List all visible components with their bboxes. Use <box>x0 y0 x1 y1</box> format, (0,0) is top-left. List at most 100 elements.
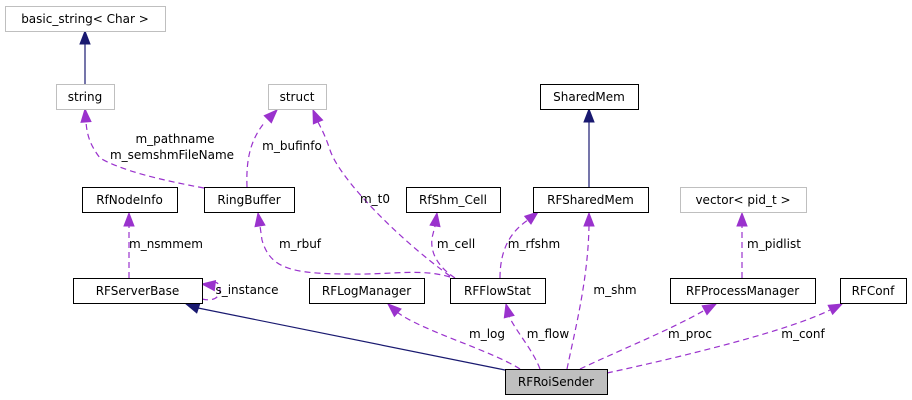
usage-edge-line <box>606 309 831 374</box>
usage-edge-line <box>508 315 541 370</box>
node-box <box>540 84 639 110</box>
usage-arrowhead-icon <box>80 107 92 123</box>
node-label: RFSharedMem <box>547 193 634 207</box>
node-RingBuffer[interactable]: RingBuffer <box>204 187 295 213</box>
edge-label: m_semshmFileName <box>110 148 234 162</box>
usage-arrowhead-icon <box>523 211 540 225</box>
usage-edge-line <box>431 225 456 279</box>
node-label: RFConf <box>852 284 896 298</box>
node-label: RFLogManager <box>322 284 411 298</box>
edge-label: m_cell <box>437 237 475 251</box>
edge-label: m_pathname <box>135 132 214 146</box>
edge-RFServerBase-to-RfNodeInfo: m_nsmmem <box>123 211 203 278</box>
node-RFServerBase[interactable]: RFServerBase <box>73 278 203 304</box>
edge-RingBuffer-to-struct: m_bufinfo <box>246 109 322 188</box>
node-RFConf[interactable]: RFConf <box>840 278 907 304</box>
node-label: RfShm_Cell <box>419 193 487 207</box>
node-vector_pid[interactable]: vector< pid_t > <box>680 187 807 213</box>
node-label: RFFlowStat <box>464 284 531 298</box>
edge-label: m_proc <box>668 327 712 341</box>
node-box <box>56 84 115 110</box>
edge-label: m_flow <box>527 327 570 341</box>
node-box <box>204 187 295 213</box>
edge-label: m_shm <box>593 283 636 297</box>
edge-RFRoiSender-to-RFConf: m_conf <box>606 303 844 374</box>
edge-RingBuffer-to-string: m_pathname m_semshmFileName <box>80 107 234 189</box>
node-box <box>268 84 327 110</box>
node-box <box>680 187 807 213</box>
edge-RFRoiSender-to-RFLogManager: m_log <box>386 303 521 370</box>
edge-label: m_conf <box>781 327 825 341</box>
node-box <box>82 187 178 213</box>
edge-RFRoiSender-to-RFFlowStat: m_flow <box>503 302 570 370</box>
usage-arrowhead-icon <box>736 211 748 227</box>
usage-arrowhead-icon <box>386 303 402 318</box>
node-box <box>450 278 546 304</box>
node-label: RFProcessManager <box>686 284 799 298</box>
node-box <box>670 278 816 304</box>
usage-arrowhead-icon <box>701 303 718 316</box>
node-box <box>309 278 425 304</box>
edge-RFRoiSender-to-RFServerBase <box>184 302 506 371</box>
node-label: string <box>68 90 102 104</box>
node-struct[interactable]: struct <box>268 84 327 110</box>
usage-arrowhead-icon <box>429 211 441 228</box>
usage-arrowhead-icon <box>263 109 278 124</box>
usage-edge-line <box>396 311 521 370</box>
edge-string-to-basic_string <box>79 29 91 84</box>
inheritance-arrowhead-icon <box>184 302 201 314</box>
node-label: vector< pid_t > <box>695 193 790 207</box>
edge-RFFlowStat-to-RfShm_Cell: m_cell <box>429 211 475 279</box>
usage-arrowhead-icon <box>200 279 217 292</box>
usage-edge-line <box>566 225 590 370</box>
usage-arrowhead-icon <box>312 108 324 125</box>
usage-edge-line <box>579 309 706 370</box>
edge-label: m_rfshm <box>508 237 560 251</box>
node-RfShm_Cell[interactable]: RfShm_Cell <box>406 187 501 213</box>
usage-arrowhead-icon <box>503 302 515 319</box>
node-box <box>505 369 608 395</box>
node-label: RfNodeInfo <box>96 193 163 207</box>
node-box <box>5 6 166 32</box>
node-string[interactable]: string <box>56 84 115 110</box>
edge-label: m_t0 <box>360 192 390 206</box>
node-RFLogManager[interactable]: RFLogManager <box>309 278 425 304</box>
usage-edge-line <box>259 225 451 278</box>
edge-label: m_log <box>469 327 505 341</box>
inheritance-arrowhead-icon <box>79 29 91 45</box>
node-RFFlowStat[interactable]: RFFlowStat <box>450 278 546 304</box>
edge-RFRoiSender-to-RFProcessManager: m_proc <box>579 303 718 370</box>
edge-RFFlowStat-to-RingBuffer: m_rbuf <box>254 211 451 278</box>
node-RfNodeInfo[interactable]: RfNodeInfo <box>82 187 178 213</box>
edge-RFProcessManager-to-vector_pid: m_pidlist <box>736 211 801 278</box>
edge-RFSharedMem-to-SharedMem <box>583 107 595 187</box>
inheritance-arrowhead-icon <box>583 107 595 123</box>
edge-RFFlowStat-to-struct: m_t0 <box>312 108 451 277</box>
edge-RFRoiSender-to-RFSharedMem: m_shm <box>566 211 637 370</box>
node-box <box>533 187 649 213</box>
node-SharedMem[interactable]: SharedMem <box>540 84 639 110</box>
node-RFProcessManager[interactable]: RFProcessManager <box>670 278 816 304</box>
node-box <box>840 278 907 304</box>
usage-edge-line <box>246 121 266 188</box>
usage-edge-line <box>499 219 529 279</box>
edge-label: s_instance <box>215 283 278 297</box>
node-RFSharedMem[interactable]: RFSharedMem <box>533 187 649 213</box>
usage-edge-line <box>317 121 451 277</box>
edge-label: m_nsmmem <box>129 237 203 251</box>
usage-arrowhead-icon <box>583 211 595 227</box>
edge-RFFlowStat-to-RFSharedMem: m_rfshm <box>499 211 560 279</box>
node-RFRoiSender[interactable]: RFRoiSender <box>505 369 608 395</box>
node-box <box>406 187 501 213</box>
usage-arrowhead-icon <box>254 211 266 228</box>
node-label: RingBuffer <box>217 193 280 207</box>
node-basic_string[interactable]: basic_string< Char > <box>5 6 166 32</box>
node-box <box>73 278 203 304</box>
edge-RFServerBase-to-RFServerBase: s_instance <box>200 279 279 301</box>
usage-arrowhead-icon <box>123 211 135 227</box>
edge-label: m_rbuf <box>279 237 322 251</box>
edge-label: m_pidlist <box>747 237 801 251</box>
node-label: SharedMem <box>553 90 625 104</box>
